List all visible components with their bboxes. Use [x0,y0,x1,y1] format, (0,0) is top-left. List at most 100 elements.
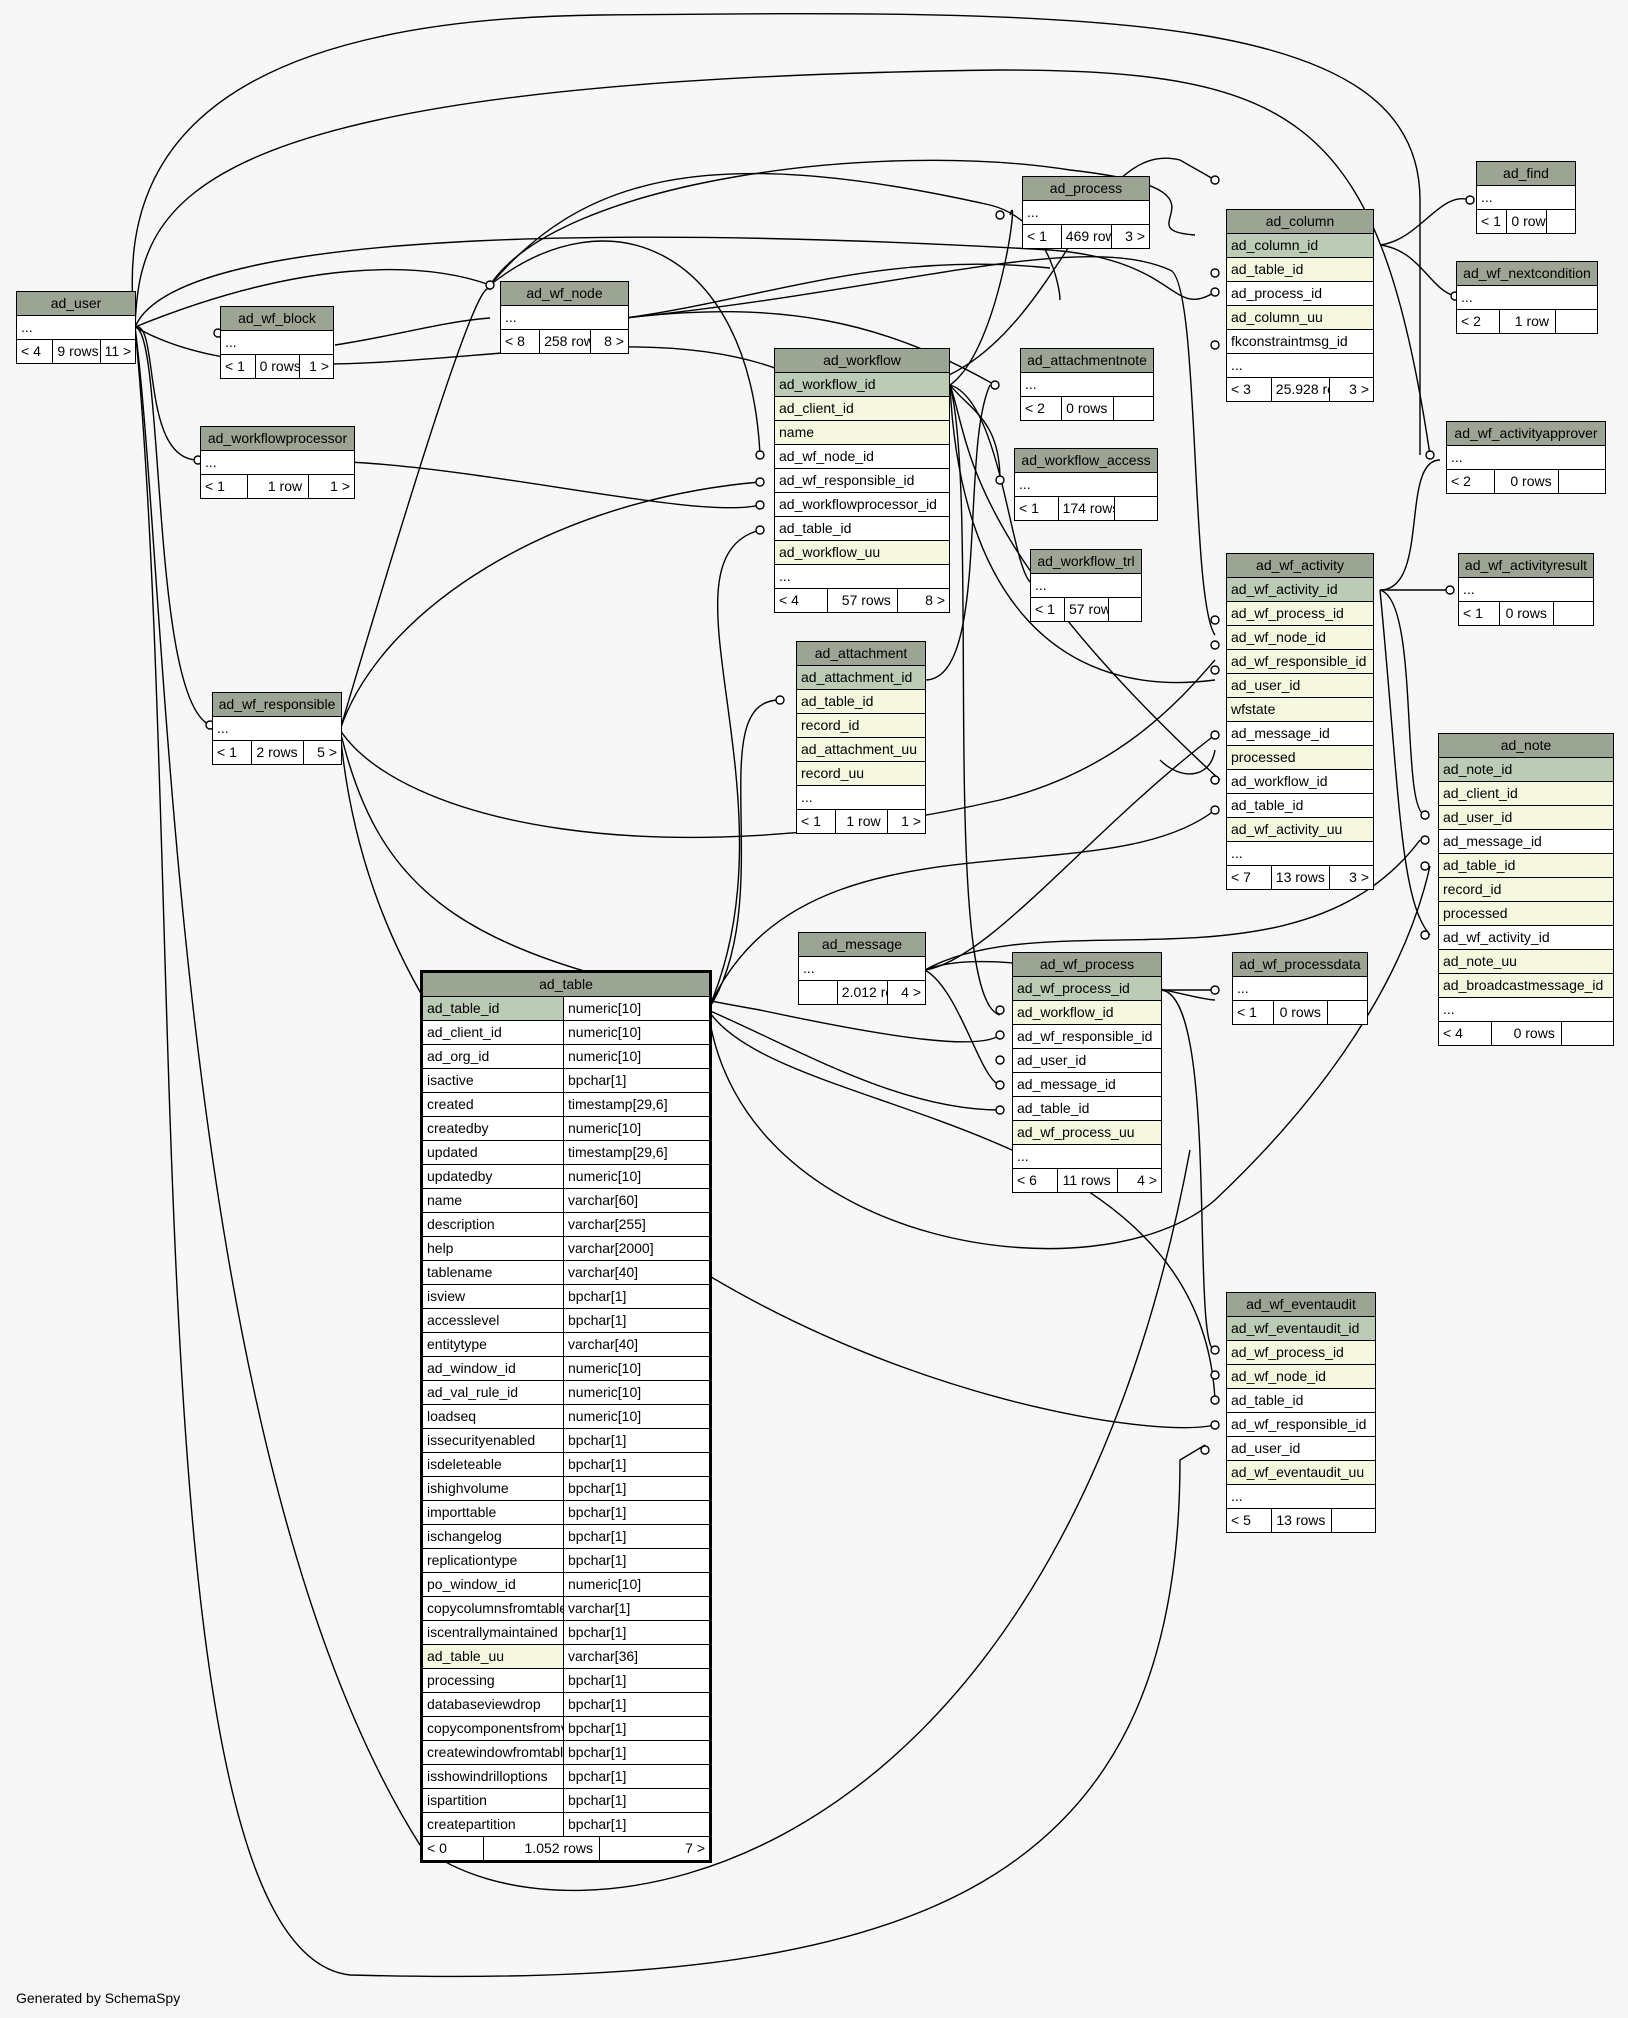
column-name: ad_wf_activity_id [1443,929,1550,945]
column-type: bpchar[1] [564,1813,709,1836]
column-type: bpchar[1] [564,1477,709,1500]
parent-count: < 1 [205,478,225,494]
column-row: ad_message_id [1013,1072,1161,1096]
column-row: ad_table_id [775,516,949,540]
table-header: ad_column [1227,210,1373,233]
row-count: 0 rows [254,355,299,378]
table-name: ad_workflow [823,352,901,368]
column-name: replicationtype [423,1549,564,1572]
column-name: copycolumnsfromtable [423,1597,564,1620]
column-name: ad_user_id [1443,809,1513,825]
child-count: 1 > [886,810,925,833]
column-row: ad_workflow_id [1013,1000,1161,1024]
column-name: ad_workflow_id [1231,773,1328,789]
parent-count: < 4 [1443,1025,1463,1041]
column-type: numeric[10] [564,1573,709,1596]
table-name: ad_workflow_trl [1037,553,1135,569]
table-name: ad_note [1500,737,1552,753]
column-row: ad_wf_process_id [1013,976,1161,1000]
column-name: ... [21,319,33,335]
column-type: bpchar[1] [564,1525,709,1548]
column-name: ad_table_id [1231,797,1304,813]
column-name: isdeleteable [423,1453,564,1476]
table-header: ad_workflow_access [1015,449,1157,472]
table-name: ad_workflowprocessor [207,430,348,446]
column-row: processed [1439,901,1613,925]
table-header: ad_workflow [775,349,949,372]
column-name: ad_process_id [1231,285,1323,301]
column-name: importtable [423,1501,564,1524]
table-ad_workflow_trl[interactable]: ad_workflow_trl...< 157 rows [1030,549,1142,622]
column-type: bpchar[1] [564,1429,709,1452]
column-row: ... [221,330,333,354]
column-type: bpchar[1] [564,1309,709,1332]
column-row: ad_wf_eventaudit_uu [1227,1460,1375,1484]
table-footer: < 10 rows [1477,209,1575,233]
column-type: bpchar[1] [564,1621,709,1644]
column-name: ad_table_uu [423,1645,564,1668]
column-name: ad_val_rule_id [423,1381,564,1404]
parent-count: < 1 [217,744,237,760]
column-row: ad_client_id [775,396,949,420]
column-row: ... [201,450,354,474]
parent-count: < 3 [1231,381,1251,397]
column-name: ad_message_id [1231,725,1330,741]
table-header: ad_wf_processdata [1233,953,1367,976]
column-name: ad_workflow_id [1017,1004,1114,1020]
table-name: ad_find [1503,165,1549,181]
column-name: ad_wf_node_id [1231,1368,1326,1384]
row-count: 57 rows [1064,598,1108,621]
column-type: bpchar[1] [564,1693,709,1716]
parent-count: < 1 [1463,605,1483,621]
column-name: ad_workflow_id [779,376,876,392]
column-name: ad_org_id [423,1045,564,1068]
column-row: ad_client_id [1439,781,1613,805]
table-header: ad_wf_node [501,282,628,305]
column-name: ... [1461,289,1473,305]
table-ad_find[interactable]: ad_find...< 10 rows [1476,161,1576,234]
column-name: updatedby [423,1165,564,1188]
column-row: ... [501,305,628,329]
column-name: isshowindrilloptions [423,1765,564,1788]
row-count: 469 rows [1060,225,1111,248]
parent-count: < 0 [427,1840,447,1856]
column-name: isview [423,1285,564,1308]
column-row: wfstate [1227,697,1373,721]
column-row: ad_table_id [1227,793,1373,817]
row-count: 0 rows [1494,470,1557,493]
column-row: ad_wf_responsible_id [1227,1412,1375,1436]
column-type: varchar[36] [564,1645,709,1668]
